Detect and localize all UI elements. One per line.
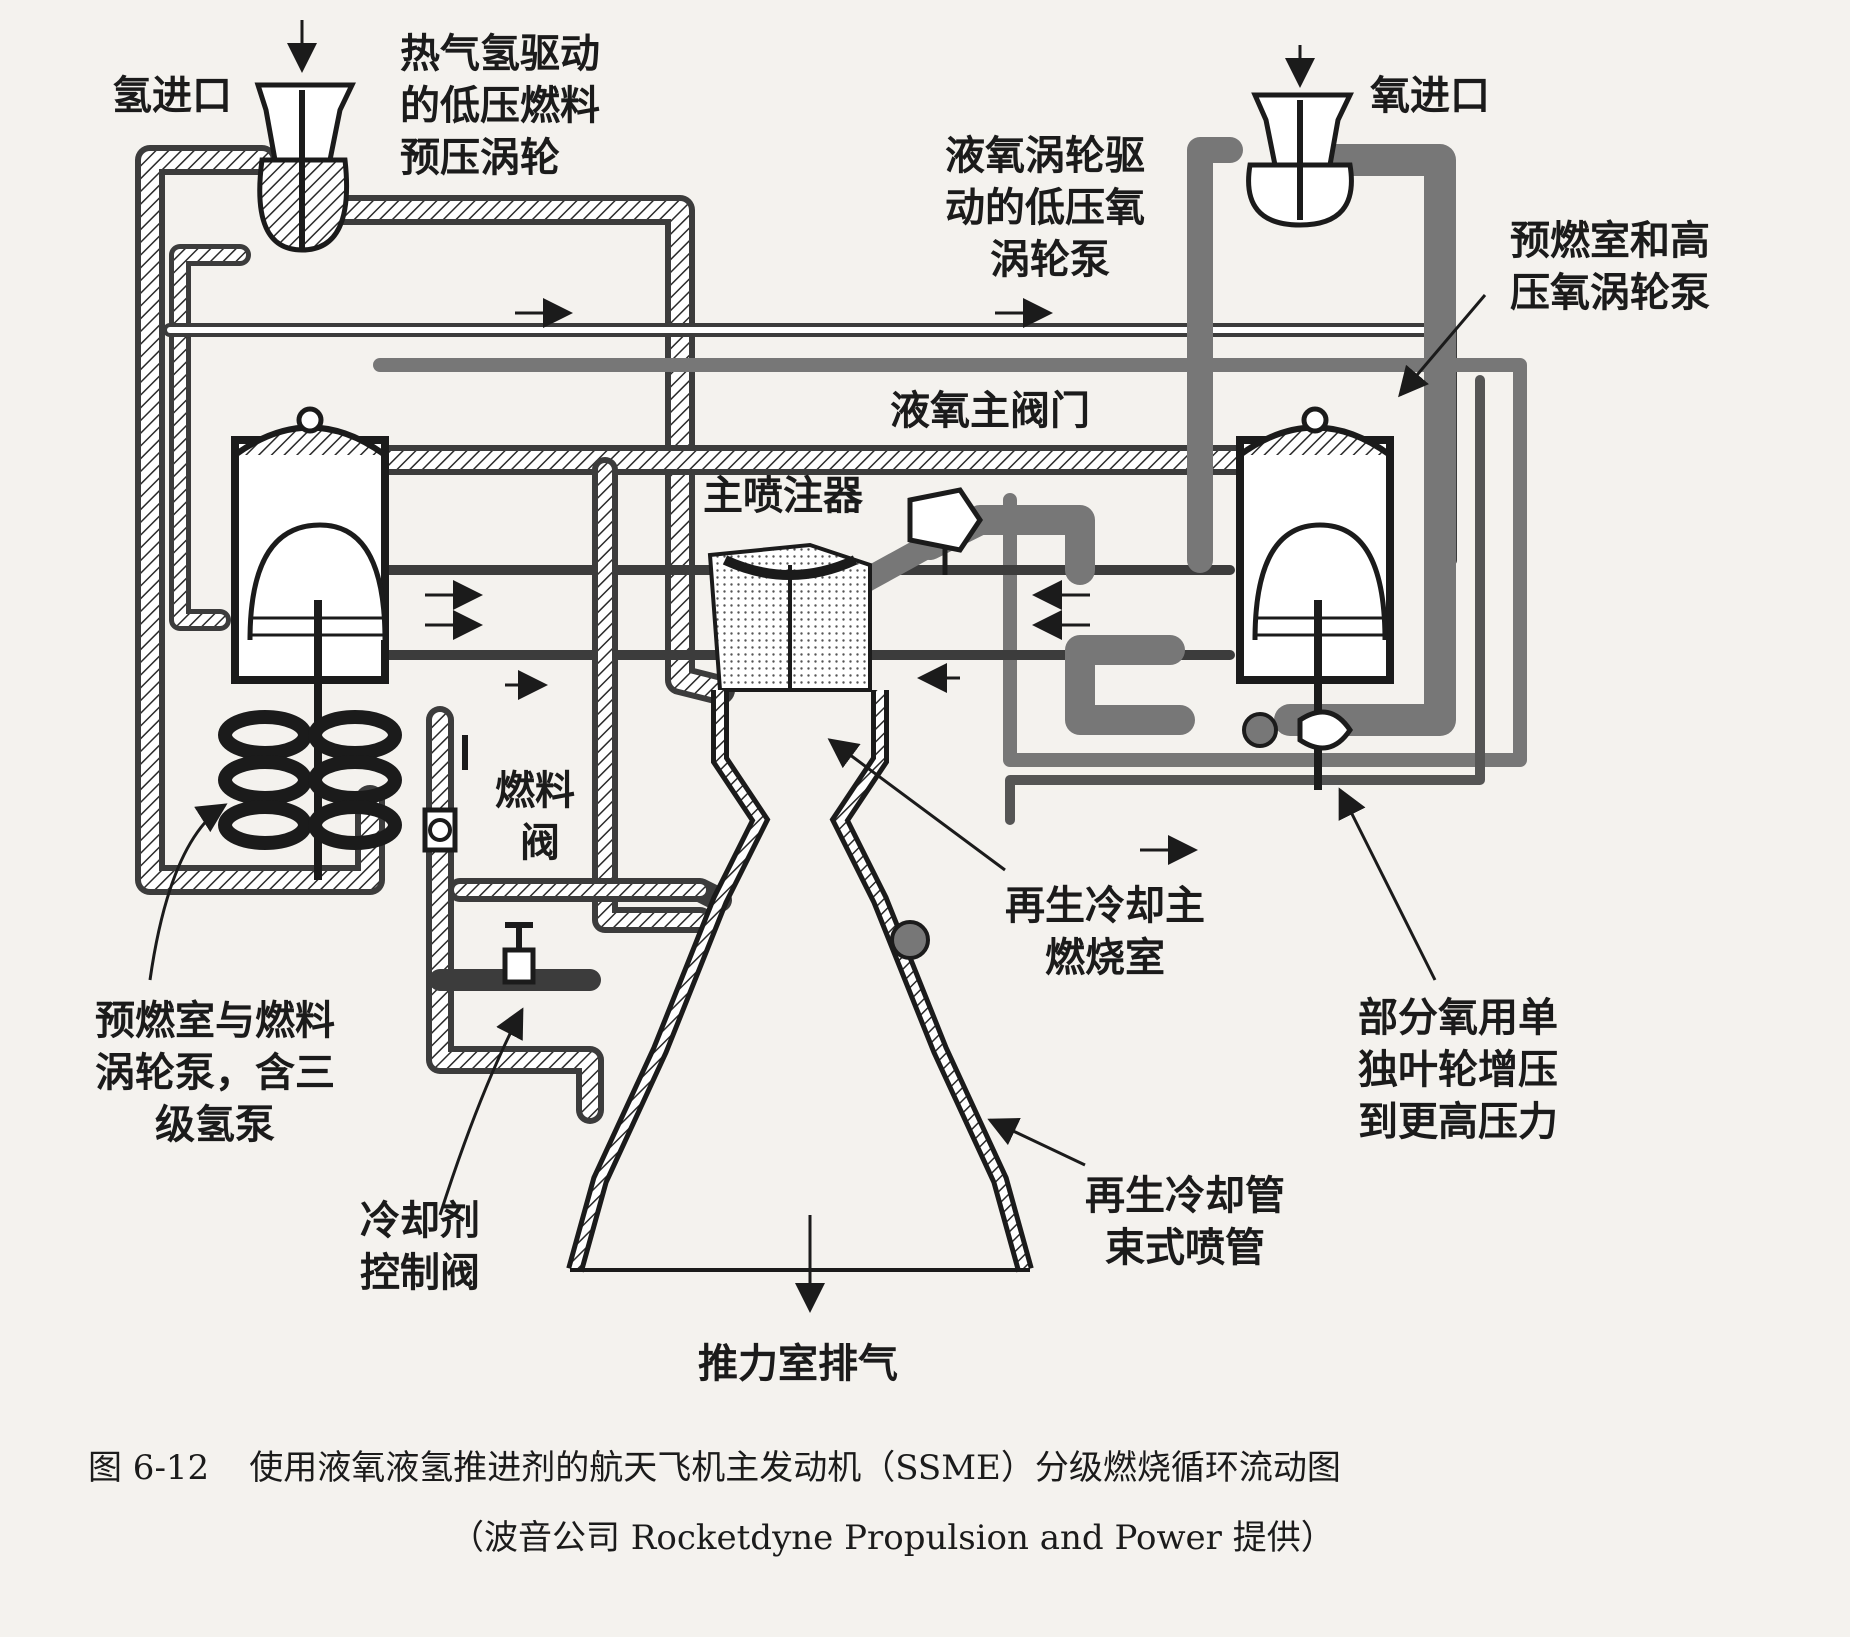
lp-fuel-turbopump-label: 热气氢驱动 的低压燃料 预压涡轮 bbox=[400, 31, 600, 181]
figure-title: 使用液氧液氢推进剂的航天飞机主发动机（SSME）分级燃烧循环流动图 bbox=[249, 1448, 1341, 1488]
ox-preburner-housing bbox=[1236, 406, 1394, 790]
main-ox-valve-label: 液氧主阀门 bbox=[890, 388, 1090, 434]
lp-ox-turbopump-label: 液氧涡轮驱 动的低压氧 涡轮泵 bbox=[945, 133, 1145, 283]
figure-number: 图 6-12 bbox=[88, 1448, 210, 1488]
main-ox-valve bbox=[907, 487, 984, 575]
chamber-exhaust-label: 推力室排气 bbox=[698, 1341, 898, 1387]
lp-fuel-turbopump bbox=[254, 20, 356, 253]
ox-line-return bbox=[1005, 375, 1485, 825]
leader-lines bbox=[148, 294, 1487, 1216]
fuel-preburner-housing bbox=[231, 406, 389, 880]
ox-line-right-outer bbox=[1274, 144, 1456, 736]
boost-impeller-label: 部分氧用单 独叶轮增压 到更高压力 bbox=[1358, 995, 1558, 1145]
flow-arrows bbox=[425, 298, 1198, 865]
regen-tube-nozzle-label: 再生冷却管 束式喷管 bbox=[1085, 1173, 1285, 1271]
preburner-hp-ox-pump-label: 预燃室和高 压氧涡轮泵 bbox=[1510, 218, 1710, 316]
regen-cooled-chamber-label: 再生冷却主 燃烧室 bbox=[1005, 883, 1205, 981]
main-injector bbox=[707, 542, 872, 692]
fuel-valve-label: 燃料 阀 bbox=[495, 768, 575, 866]
cross-line-mid bbox=[373, 358, 1527, 767]
figure-credit: （波音公司 Rocketdyne Propulsion and Power 提供… bbox=[450, 1518, 1335, 1558]
lp-ox-turbopump bbox=[1246, 45, 1354, 228]
ox-line-right-inner bbox=[1187, 137, 1243, 573]
coolant-control-valve bbox=[502, 922, 536, 985]
figure-caption: 图 6-12 使用液氧液氢推进剂的航天飞机主发动机（SSME）分级燃烧循环流动图 bbox=[88, 1440, 1341, 1489]
fuel-preburner-pump-label: 预燃室与燃料 涡轮泵，含三 级氢泵 bbox=[95, 998, 335, 1148]
coolant-control-valve-label: 冷却剂 控制阀 bbox=[360, 1198, 480, 1296]
oxygen-inlet-label: 氧进口 bbox=[1370, 73, 1490, 119]
combustion-chamber-nozzle bbox=[566, 690, 1034, 1313]
main-injector-label: 主喷注器 bbox=[703, 473, 863, 519]
ox-line-lower-loop bbox=[1065, 635, 1195, 735]
hydrogen-inlet-label: 氢进口 bbox=[112, 73, 232, 119]
fuel-valve bbox=[422, 735, 468, 853]
